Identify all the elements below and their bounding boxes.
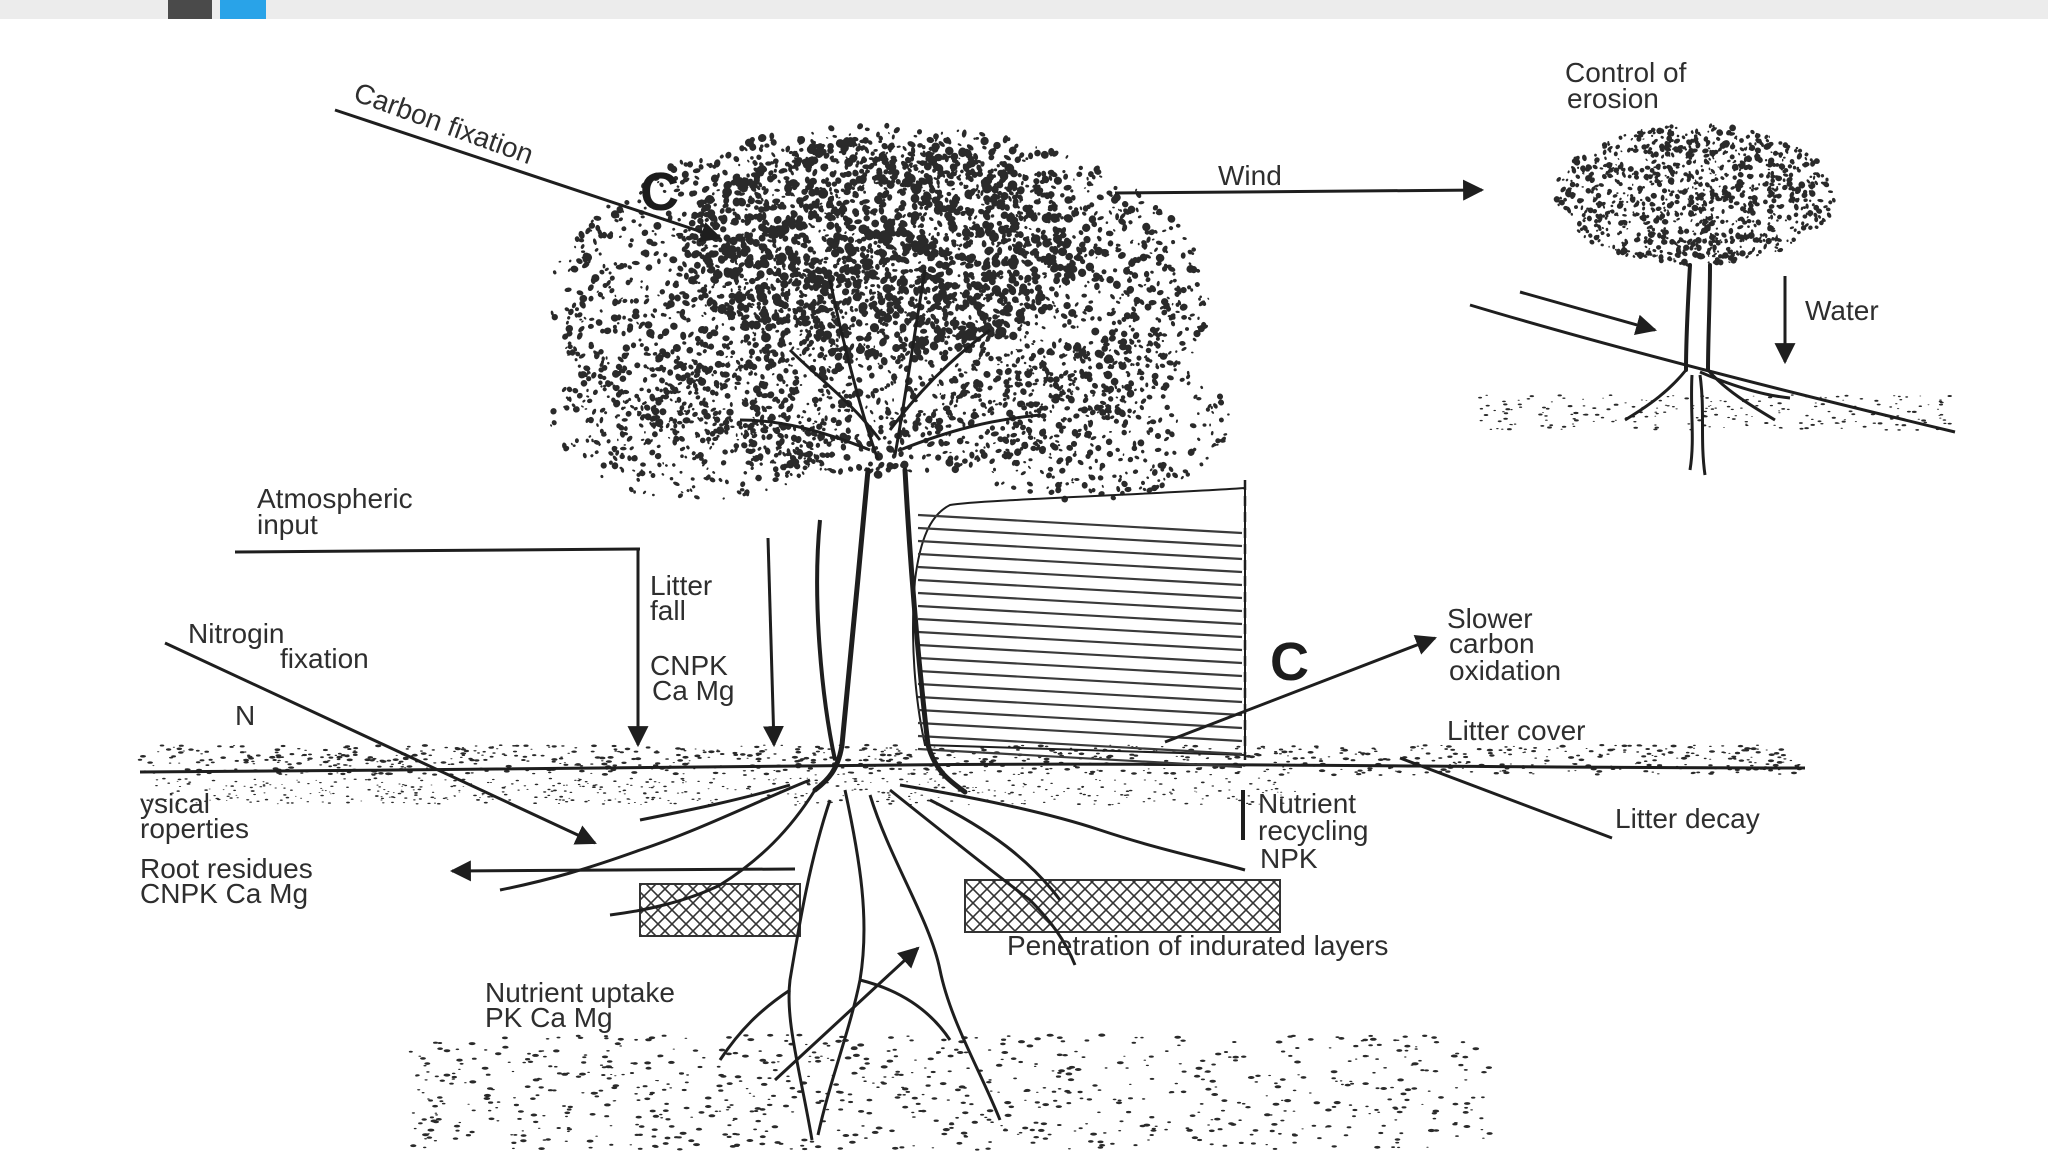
nutrient-uptake-label: Nutrient uptake xyxy=(485,977,675,1008)
fixation-label: fixation xyxy=(280,643,369,674)
atmospheric-input-line xyxy=(234,547,641,554)
cnpk-label: CNPK xyxy=(650,650,728,681)
ca-mg-label: Ca Mg xyxy=(652,675,734,706)
carbon-symbol-mid: C xyxy=(1270,632,1309,692)
oxidation-label: oxidation xyxy=(1449,655,1561,686)
main-tree-trunk xyxy=(739,269,1041,795)
nitrogin-label: Nitrogin xyxy=(188,618,284,649)
control-of-label: Control of xyxy=(1565,57,1687,88)
nutrient-label: Nutrient xyxy=(1258,788,1356,819)
accent-block-blue xyxy=(220,0,266,19)
roperties-label: roperties xyxy=(140,813,249,844)
input-label: input xyxy=(257,509,318,540)
pk-ca-mg-label: PK Ca Mg xyxy=(485,1002,613,1033)
accent-block-dark xyxy=(168,0,212,19)
carbon-fixation-arrow xyxy=(334,108,722,243)
recycling-label: recycling xyxy=(1258,815,1368,846)
indurated-layer-right xyxy=(964,879,1281,933)
litter-label: Litter xyxy=(650,570,712,601)
small-tree-trunk xyxy=(1624,263,1791,476)
litter-cover-label: Litter cover xyxy=(1447,715,1586,746)
deep-soil-layer xyxy=(408,1033,1493,1151)
npk-label: NPK xyxy=(1260,843,1318,874)
litter-decay-line xyxy=(1399,756,1613,840)
slower-label: Slower xyxy=(1447,603,1533,634)
wind-label: Wind xyxy=(1218,160,1282,191)
erosion-label: erosion xyxy=(1567,83,1659,114)
runoff-arrow xyxy=(1519,290,1658,335)
carbon-symbol-top: C xyxy=(640,162,679,222)
slower-carbon-oxidation-arrow xyxy=(1164,634,1437,744)
fall-label: fall xyxy=(650,595,686,626)
wind-arrow xyxy=(1114,179,1485,201)
ysical-label: ysical xyxy=(140,788,210,819)
root-residues-label: Root residues xyxy=(140,853,313,884)
nitrogen-fixation-arrow xyxy=(164,641,597,845)
litter-decay-label: Litter decay xyxy=(1615,803,1760,834)
indurated-layer-left xyxy=(639,883,801,937)
small-tree-canopy xyxy=(1553,123,1836,267)
water-label: Water xyxy=(1805,295,1879,326)
atmospheric-label: Atmospheric xyxy=(257,483,413,514)
main-tree-roots xyxy=(499,778,1246,1141)
root-cnpk-label: CNPK Ca Mg xyxy=(140,878,308,909)
litter-fall-arrow-right xyxy=(762,537,784,748)
penetration-label: Penetration of indurated layers xyxy=(1007,930,1388,961)
top-bar xyxy=(0,0,2048,19)
root-residues-arrow xyxy=(449,860,796,882)
nutrient-uptake-arrow xyxy=(773,946,920,1082)
carbon-label: carbon xyxy=(1449,628,1535,659)
soil-surface-line xyxy=(139,762,1806,774)
n-label: N xyxy=(235,700,255,731)
hatched-region xyxy=(912,480,1247,769)
